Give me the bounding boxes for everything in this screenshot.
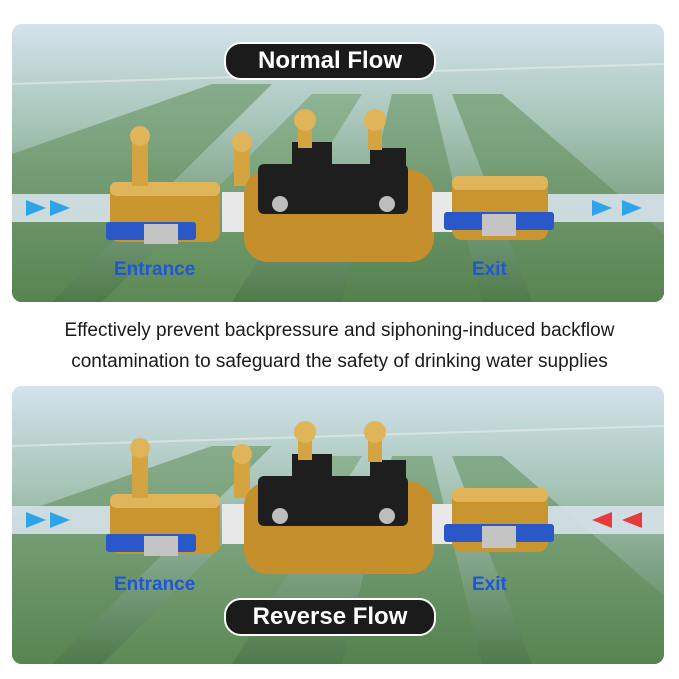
normal-flow-title: Normal Flow — [224, 42, 436, 80]
valve-assembly — [12, 109, 664, 262]
left-flow-arrows — [26, 512, 70, 528]
description-caption: Effectively prevent backpressure and sip… — [0, 315, 679, 377]
normal-flow-panel: Normal Flow Entrance Exit — [12, 24, 664, 302]
entrance-label: Entrance — [114, 259, 196, 280]
reverse-flow-panel: Entrance Exit Reverse Flow — [12, 386, 664, 664]
right-flow-arrows — [592, 200, 642, 216]
caption-line-1: Effectively prevent backpressure and sip… — [64, 320, 615, 341]
caption-line-2: contamination to safeguard the safety of… — [71, 351, 608, 372]
entrance-label: Entrance — [114, 574, 196, 595]
exit-label: Exit — [472, 259, 507, 280]
right-backflow-arrows — [592, 512, 642, 528]
reverse-flow-title: Reverse Flow — [224, 598, 436, 636]
exit-label: Exit — [472, 574, 507, 595]
valve-assembly — [12, 421, 664, 574]
left-flow-arrows — [26, 200, 70, 216]
